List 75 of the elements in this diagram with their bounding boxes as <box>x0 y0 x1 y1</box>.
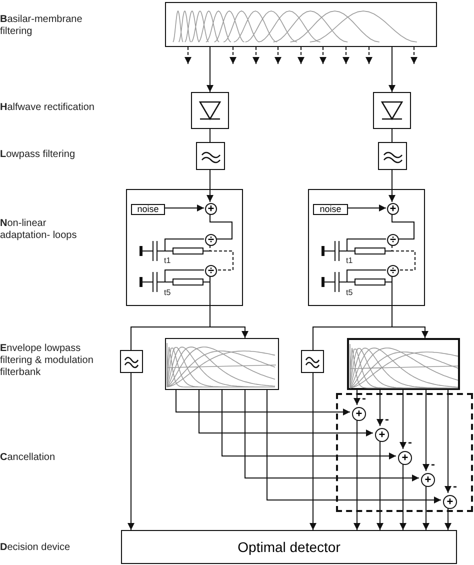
arrow <box>388 46 396 92</box>
summing-junction: + <box>387 203 399 215</box>
envelope-lowpass-box <box>120 350 143 373</box>
arrow <box>444 390 452 494</box>
cancellation-region-box <box>336 393 473 512</box>
noise-source-box: noise <box>313 204 348 215</box>
summing-junction: + <box>205 203 217 215</box>
arrow <box>354 390 360 406</box>
arrow <box>346 204 386 212</box>
signal-arrow <box>230 46 236 64</box>
arrow <box>388 170 396 202</box>
arrow <box>376 390 384 426</box>
minus-sign: - <box>362 392 367 404</box>
arrow <box>206 46 214 92</box>
arrow <box>400 462 406 530</box>
stage-label: Cancellation <box>0 452 56 464</box>
signal-arrow <box>252 46 260 64</box>
stage-label: Halfwave rectification <box>0 102 96 114</box>
rectifier-box <box>191 92 229 129</box>
time-constant-label: t1 <box>346 256 354 265</box>
lowpass-filter-box <box>196 142 225 170</box>
connector-line <box>392 214 414 240</box>
summing-junction: + <box>398 451 412 465</box>
basilar-membrane-filterbank-box <box>165 2 437 47</box>
arrow <box>198 390 374 436</box>
arrow <box>376 440 384 530</box>
time-constant-label: t5 <box>346 288 354 297</box>
arrow <box>128 372 134 530</box>
envelope-lowpass-box <box>301 350 324 373</box>
optimal-detector-box: Optimal detector <box>121 530 457 564</box>
summing-junction: + <box>443 495 457 509</box>
stage-label: Non-linear adaptation- loops <box>0 218 78 242</box>
arrow <box>444 506 452 530</box>
signal-arrow <box>274 46 282 64</box>
arrow <box>422 484 430 530</box>
stage-label: Decision device <box>0 542 72 554</box>
stage-label: Envelope lowpass filtering & modulation filterbank <box>0 343 94 379</box>
arrow <box>422 390 430 472</box>
arrow <box>210 276 248 338</box>
adaptation-loop-box <box>126 189 243 306</box>
connector-line <box>210 244 234 270</box>
signal-arrow <box>320 46 326 64</box>
minus-sign: - <box>453 480 458 492</box>
arrow <box>392 276 428 338</box>
adaptation-loop-box <box>308 189 425 306</box>
arrow <box>206 170 214 202</box>
arrow <box>266 390 442 504</box>
signal-arrow <box>366 46 372 64</box>
arrow <box>164 204 204 212</box>
summing-junction: + <box>421 473 435 487</box>
signal-arrow <box>410 46 418 64</box>
arrow <box>354 418 360 530</box>
signal-arrow <box>342 46 350 64</box>
connector-line <box>392 244 416 270</box>
noise-source-box: noise <box>131 204 165 215</box>
arrow <box>176 390 350 416</box>
lowpass-filter-box <box>378 142 407 170</box>
stage-label: Lowpass filtering <box>0 149 76 161</box>
minus-sign: - <box>385 413 390 425</box>
signal-arrow <box>184 46 192 64</box>
signal-arrow <box>298 46 304 64</box>
arrow <box>244 390 420 482</box>
connector-line <box>210 214 232 240</box>
summing-junction: + <box>352 407 366 421</box>
basilar-membrane-label: Basilar-membrane filtering <box>0 14 84 38</box>
time-constant-label: t1 <box>164 256 172 265</box>
modulation-filterbank-box <box>347 338 460 390</box>
summing-junction: + <box>375 428 389 442</box>
minus-sign: - <box>431 458 436 470</box>
minus-sign: - <box>408 436 413 448</box>
arrow <box>310 372 316 530</box>
arrow <box>400 390 406 450</box>
time-constant-label: t5 <box>164 288 172 297</box>
arrow <box>222 390 396 460</box>
rectifier-box <box>373 92 411 129</box>
